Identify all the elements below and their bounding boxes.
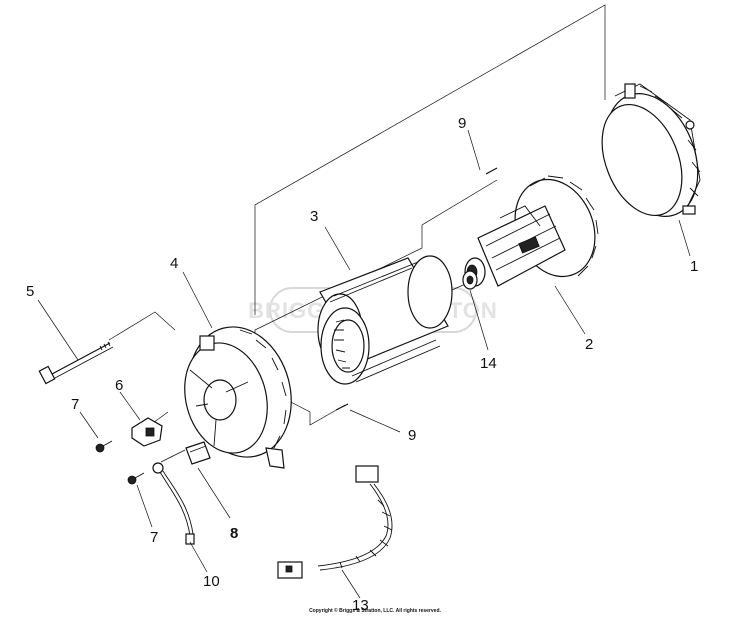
dowel-pin-upper xyxy=(485,167,498,175)
clip-part xyxy=(185,441,211,465)
callout-6: 6 xyxy=(115,377,123,394)
ground-wire-part xyxy=(152,462,195,545)
rotor-part xyxy=(464,175,599,287)
callout-3: 3 xyxy=(310,208,318,225)
leader-lines xyxy=(37,129,691,599)
wire-harness-part xyxy=(277,465,393,579)
screw-part-upper xyxy=(95,440,113,453)
callout-5: 5 xyxy=(26,283,34,300)
through-bolt-part xyxy=(38,341,114,385)
bearing-part xyxy=(462,270,478,290)
callout-4: 4 xyxy=(170,255,178,272)
brush-holder-part xyxy=(131,417,163,447)
callout-7-lower: 7 xyxy=(150,529,158,546)
callout-7-upper: 7 xyxy=(71,396,79,413)
callout-8: 8 xyxy=(230,525,238,542)
stator-part xyxy=(317,255,453,385)
callout-1: 1 xyxy=(690,258,698,275)
callout-13: 13 xyxy=(352,597,369,614)
front-housing-part xyxy=(184,326,292,469)
end-cover-part xyxy=(601,83,701,217)
callout-9-upper: 9 xyxy=(458,115,466,132)
callout-9-lower: 9 xyxy=(408,427,416,444)
callout-14: 14 xyxy=(480,355,497,372)
copyright-notice: Copyright © Briggs & Stratton, LLC. All … xyxy=(309,608,441,614)
dowel-pin-lower xyxy=(335,403,349,411)
callout-10: 10 xyxy=(203,573,220,590)
callout-2: 2 xyxy=(585,336,593,353)
screw-part-lower xyxy=(127,472,145,485)
